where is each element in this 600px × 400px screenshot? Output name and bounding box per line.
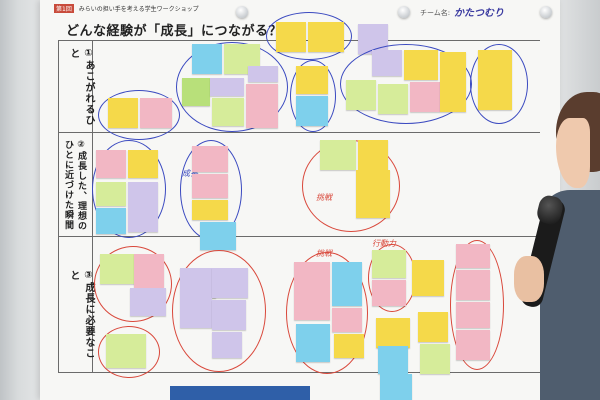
sticky-note: [478, 50, 512, 110]
sticky-note: [128, 182, 158, 232]
blue-loop: [98, 90, 180, 140]
sticky-note: [294, 262, 330, 320]
blue-loop: [290, 60, 336, 132]
sticky-note: [372, 50, 402, 76]
blue-loop: [176, 42, 288, 132]
grid-line: [58, 40, 59, 372]
red-loop: [450, 240, 504, 370]
presenter-hand: [514, 256, 544, 302]
sticky-note: [200, 222, 236, 250]
sticky-note: [332, 262, 362, 306]
sticky-note: [372, 280, 406, 306]
sticky-note: [140, 98, 172, 128]
sticky-note: [418, 312, 448, 342]
sticky-note: [410, 82, 440, 112]
sticky-note: [378, 346, 408, 374]
red-loop: [172, 250, 266, 372]
session-badge: 第1回: [54, 4, 74, 13]
sticky-note: [456, 330, 490, 360]
sticky-note: [404, 50, 438, 80]
blue-loop: [266, 12, 352, 60]
sticky-note: [212, 300, 246, 330]
blue-annotation: 成長: [182, 169, 198, 178]
sticky-note: [412, 260, 444, 296]
sticky-note: [334, 334, 364, 358]
red-annotation: 挑戦: [316, 249, 332, 258]
presenter-face: [556, 118, 590, 188]
sticky-note: [320, 140, 356, 170]
sticky-note: [134, 254, 164, 288]
blue-box: [170, 386, 310, 400]
sticky-note: [276, 22, 306, 52]
red-annotation: 挑戦: [316, 193, 332, 202]
workshop-name: みらいの担い手を考える学生ワークショップ: [78, 6, 199, 13]
grid-line: [58, 236, 540, 237]
sticky-note: [96, 150, 126, 178]
sticky-note: [296, 66, 328, 94]
blue-loop: [92, 140, 166, 238]
sticky-note: [96, 182, 126, 206]
magnet: [398, 6, 410, 18]
red-annotation: 行動力: [372, 239, 396, 248]
sticky-note: [180, 298, 212, 328]
board-header: 第1回 みらいの担い手を考える学生ワークショップ: [54, 4, 199, 13]
red-loop: [94, 246, 172, 322]
sticky-note: [246, 84, 278, 128]
sticky-note: [130, 288, 166, 316]
blue-loop: [470, 44, 528, 124]
sticky-note: [440, 52, 466, 112]
row-label-2: ②成長した、理想のひとに近づけた瞬間: [63, 140, 86, 231]
team-name: かたつむり: [454, 8, 504, 19]
sticky-note: [420, 344, 450, 374]
sticky-note: [248, 66, 278, 82]
magnet: [540, 6, 552, 18]
sticky-note: [308, 22, 344, 52]
sticky-note: [96, 208, 126, 234]
sticky-note: [456, 270, 490, 300]
sticky-note: [182, 78, 210, 106]
sticky-note: [210, 78, 244, 96]
grid-line: [58, 132, 540, 133]
row-label-3: ③成長に必要なこと: [68, 270, 94, 359]
sticky-note: [358, 140, 388, 170]
sticky-note: [378, 84, 408, 114]
sticky-note: [456, 302, 490, 328]
red-loop: [286, 252, 368, 374]
sticky-note: [376, 318, 410, 348]
sticky-note: [192, 174, 228, 198]
grid-line: [58, 372, 540, 373]
sticky-note: [372, 250, 406, 278]
sticky-note: [108, 98, 138, 128]
sticky-note: [192, 200, 228, 220]
sticky-note: [346, 80, 376, 110]
team-label: チーム名:: [420, 9, 451, 17]
row-label-1: ①あこがれるひと: [68, 48, 94, 126]
sticky-note: [192, 146, 228, 172]
sticky-note: [356, 170, 390, 218]
sticky-note: [380, 374, 412, 400]
sticky-note: [180, 268, 216, 298]
board-title: どんな経験が「成長」につながる？: [66, 24, 283, 39]
sticky-note: [106, 334, 146, 368]
sticky-note: [212, 268, 248, 298]
sticky-note: [100, 254, 136, 284]
sticky-note: [212, 332, 242, 358]
sticky-note: [332, 308, 362, 332]
sticky-note: [296, 324, 330, 362]
sticky-note: [212, 98, 244, 126]
sticky-note: [128, 150, 158, 178]
sticky-note: [192, 44, 222, 74]
sticky-note: [296, 96, 328, 126]
grid-line: [92, 40, 93, 372]
sticky-note: [456, 244, 490, 268]
red-loop: [98, 326, 160, 378]
magnet: [236, 6, 248, 18]
